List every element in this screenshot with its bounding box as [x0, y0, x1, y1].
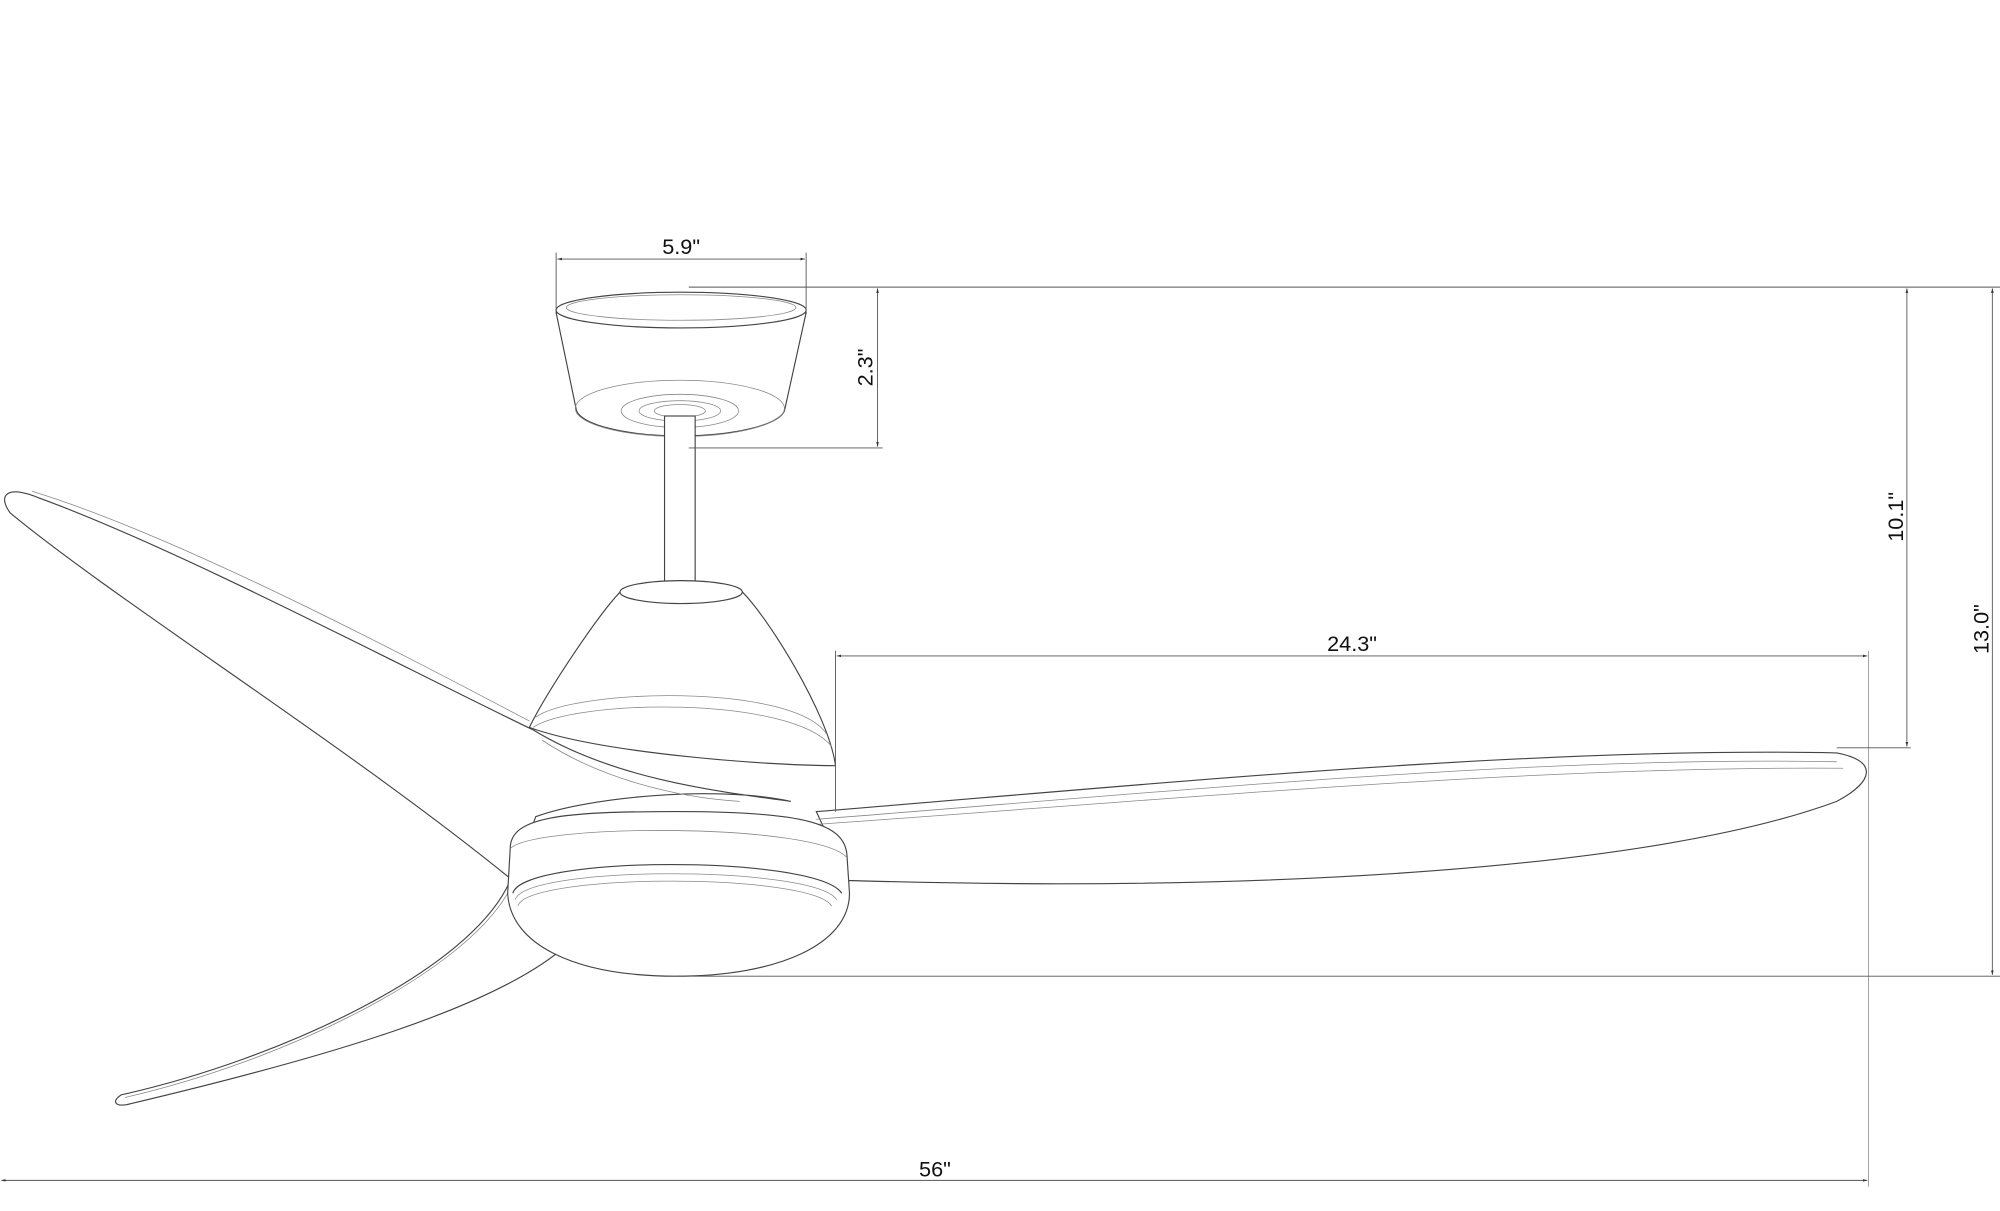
motor-housing	[528, 580, 837, 767]
dimension-overall-height: 13.0"	[676, 288, 2000, 977]
label-canopy-width: 5.9"	[662, 234, 700, 259]
label-overall-height: 13.0"	[1969, 604, 1994, 654]
canopy	[555, 291, 807, 437]
blade-upper-left	[4, 490, 791, 882]
light-kit	[507, 811, 851, 977]
dimension-canopy-height: 2.3"	[688, 288, 883, 449]
blade-right	[815, 751, 1867, 885]
dimension-canopy-width: 5.9"	[555, 234, 807, 313]
label-overall-span: 56"	[919, 1157, 951, 1182]
dimension-ceiling-to-blade: 10.1"	[1836, 288, 1911, 749]
blade-lower-left	[115, 879, 569, 1106]
label-canopy-height: 2.3"	[852, 349, 877, 387]
label-blade-length: 24.3"	[1327, 631, 1377, 656]
dimension-blade-length: 24.3"	[835, 631, 1870, 1187]
dimension-overall-span: 56"	[1, 1157, 1868, 1182]
downrod	[663, 415, 696, 593]
label-ceiling-to-blade: 10.1"	[1883, 492, 1908, 542]
